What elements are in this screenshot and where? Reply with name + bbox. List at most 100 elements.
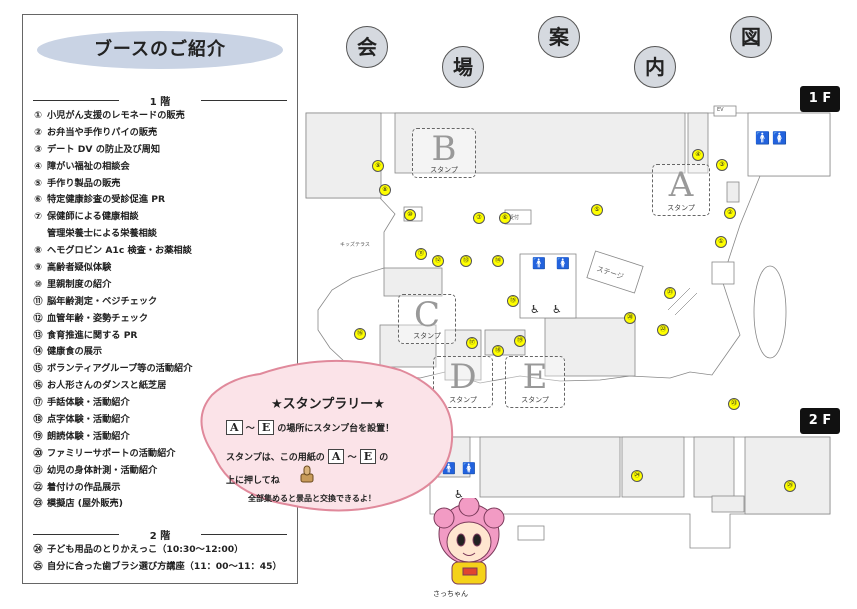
- stamp-rally-title: ★スタンプラリー★: [271, 397, 385, 412]
- booth-number: ⑪: [33, 295, 43, 307]
- booth-marker: ⑧: [379, 184, 391, 196]
- booth-item: ⑯ お人形さんのダンスと紙芝居: [29, 378, 192, 395]
- svg-text:🚹: 🚹: [532, 257, 546, 270]
- title-circle-4: 内: [634, 46, 676, 88]
- booth-marker: ⑱: [492, 345, 504, 357]
- svg-text:🚹: 🚹: [755, 131, 770, 145]
- booth-marker: ⑲: [514, 335, 526, 347]
- booth-marker: ⑤: [591, 204, 603, 216]
- booth-text: 障がい福祉の相談会: [47, 160, 130, 172]
- booth-marker: ⑨: [372, 160, 384, 172]
- title-circle-2: 場: [442, 46, 484, 88]
- booth-marker: ㉕: [784, 480, 796, 492]
- booth-marker: ㉔: [631, 470, 643, 482]
- booth-marker: ⑩: [404, 209, 416, 221]
- booth-item: ⑤ 手作り製品の販売: [29, 176, 192, 193]
- booth-number: ⑧: [34, 245, 42, 257]
- booth-marker: ⑬: [460, 255, 472, 267]
- svg-text:🚺: 🚺: [772, 131, 787, 145]
- booth-number: ㉑: [33, 464, 43, 476]
- booth-number: ⑯: [33, 380, 43, 392]
- booth-number: ⑬: [33, 329, 43, 341]
- floor-tag-2f: 2 F: [800, 408, 840, 434]
- booth-marker: ⑦: [473, 212, 485, 224]
- stamp-letter-a: A: [668, 165, 694, 205]
- bubble-line2-post: の: [379, 453, 389, 463]
- title-circle-3: 案: [538, 16, 580, 58]
- booth-number: ㉒: [33, 481, 43, 493]
- booth-number: ③: [34, 143, 42, 155]
- mascot-image: [433, 498, 505, 585]
- booth-text: 手作り製品の販売: [47, 177, 121, 189]
- booth-text: 高齢者疑似体験: [47, 262, 112, 274]
- booth-text: お人形さんのダンスと紙芝居: [47, 380, 167, 392]
- bubble-tilde: ～: [245, 424, 255, 434]
- booth-text: 保健師による健康相談: [47, 211, 139, 223]
- bubble-line-3: 上に押してね: [226, 476, 280, 486]
- booth-marker: ⑭: [492, 255, 504, 267]
- booth-marker: ①: [715, 236, 727, 248]
- bubble-line-4: 全部集めると景品と交換できるよ！: [248, 494, 376, 503]
- room-1f-top-center: [394, 112, 686, 174]
- stamp-label-a: スタンプ: [667, 204, 695, 212]
- booth-number: ④: [34, 160, 42, 172]
- booth-text: ファミリーサポートの活動紹介: [47, 447, 176, 459]
- room-1f-restroom: [747, 112, 831, 177]
- box-e: E: [257, 420, 275, 435]
- booth-number: ⑦: [34, 211, 42, 223]
- booth-text: 子ども用品のとりかえっこ（10:30～12:00）: [47, 544, 244, 555]
- booth-number: ㉓: [33, 498, 43, 510]
- booth-number: ⑭: [33, 346, 43, 358]
- stamp-letter-d: D: [449, 357, 477, 397]
- bubble-line-1: A ～ E の場所にスタンプ台を設置！: [226, 420, 394, 435]
- svg-text:🚺: 🚺: [556, 257, 570, 270]
- mascot-name: さっちゃん: [433, 590, 468, 598]
- reception-label: 受付: [509, 215, 520, 221]
- svg-text:♿: ♿: [552, 303, 562, 316]
- booth-item: ⑦ 保健師による健康相談: [29, 209, 192, 226]
- booth-marker: ㉓: [728, 398, 740, 410]
- booth-number: ⑫: [33, 312, 43, 324]
- floor2-heading: 2 階: [33, 527, 287, 542]
- booth-number: ⑱: [33, 414, 43, 426]
- booth-item: ④ 障がい福祉の相談会: [29, 159, 192, 176]
- booth-marker: ⑪: [415, 248, 427, 260]
- booth-item: 管理栄養士による栄養相談: [29, 226, 192, 243]
- booth-marker: ⑥: [499, 212, 511, 224]
- room-1f-left: [305, 112, 382, 199]
- booth-marker: ㉑: [664, 287, 676, 299]
- booth-text: 里親制度の紹介: [47, 278, 112, 290]
- box-e-2: E: [359, 449, 377, 464]
- title-circle-1: 会: [346, 26, 388, 68]
- booth-marker: ⑫: [432, 255, 444, 267]
- booth-marker: ㉒: [657, 324, 669, 336]
- elevator-label: EV: [717, 107, 724, 113]
- booth-number: ⑤: [34, 177, 42, 189]
- booth-marker: ⑮: [507, 295, 519, 307]
- stamp-box-b: B スタンプ: [412, 128, 476, 178]
- title-circle-5: 図: [730, 16, 772, 58]
- booth-text: 脳年齢測定・ベジチェック: [47, 295, 158, 307]
- booth-number: ⑰: [33, 397, 43, 409]
- kids-terrace-label: キッズテラス: [340, 242, 370, 248]
- booth-text: 幼児の身体計測・活動紹介: [47, 464, 158, 476]
- booth-text: 点字体験・活動紹介: [47, 414, 130, 426]
- box-a: A: [226, 420, 243, 435]
- stamp-letter-b: B: [431, 129, 457, 169]
- booth-text: 特定健康診査の受診促進 PR: [47, 194, 166, 206]
- stamp-label-e: スタンプ: [521, 396, 549, 404]
